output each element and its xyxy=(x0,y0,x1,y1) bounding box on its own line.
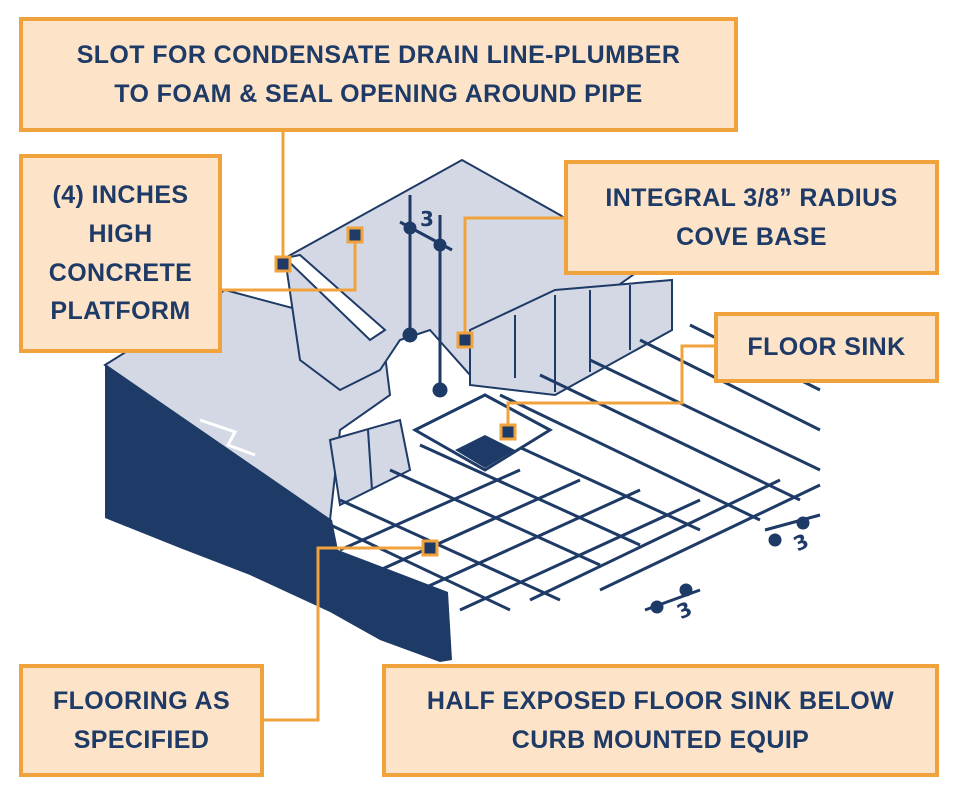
floor-sink-label-line-1: FLOOR SINK xyxy=(747,333,906,362)
floor-right-dimension-text: 3 xyxy=(790,529,813,557)
curb-dimension xyxy=(399,195,453,398)
marker-slot xyxy=(274,255,292,273)
leader-cove xyxy=(463,216,564,340)
platform-label-line-1: (4) INCHES xyxy=(52,181,189,209)
leader-platform xyxy=(222,236,357,292)
cove-base-label-line-2: COVE BASE xyxy=(676,222,827,251)
leader-markers xyxy=(274,226,517,557)
curb-slot xyxy=(282,253,387,342)
floor-grid xyxy=(319,323,821,612)
flooring-label: FLOORING AS SPECIFIED xyxy=(19,664,264,777)
floor-front-dimension-text: 3 xyxy=(673,596,696,624)
floor-front-dimension xyxy=(644,583,701,614)
cove-base-panels xyxy=(328,278,673,507)
platform-label: (4) INCHES HIGH CONCRETE PLATFORM xyxy=(19,154,222,353)
cove-base-label: INTEGRAL 3/8” RADIUS COVE BASE xyxy=(564,160,939,275)
marker-cove xyxy=(456,331,474,349)
slot-label-line-2: TO FOAM & SEAL OPENING AROUND PIPE xyxy=(114,79,643,108)
marker-platform xyxy=(346,226,364,244)
slot-label-line-1: SLOT FOR CONDENSATE DRAIN LINE-PLUMBER xyxy=(76,40,681,69)
half-exposed-sink-label-line-1: HALF EXPOSED FLOOR SINK BELOW xyxy=(426,686,895,715)
break-line xyxy=(199,418,256,457)
floor-right-dimension xyxy=(764,513,821,547)
slot-label: SLOT FOR CONDENSATE DRAIN LINE-PLUMBER T… xyxy=(19,17,738,132)
platform-label-line-3: CONCRETE xyxy=(48,258,193,287)
marker-flooring xyxy=(421,539,439,557)
cove-base-label-line-1: INTEGRAL 3/8” RADIUS xyxy=(605,183,898,212)
leader-sink xyxy=(506,344,714,432)
flooring-label-line-2: SPECIFIED xyxy=(73,725,210,754)
leader-lines xyxy=(222,132,714,722)
floor-sink-label: FLOOR SINK xyxy=(714,312,939,383)
half-exposed-sink-label: HALF EXPOSED FLOOR SINK BELOW CURB MOUNT… xyxy=(382,664,939,777)
platform-label-line-4: PLATFORM xyxy=(50,297,191,326)
leader-flooring xyxy=(264,546,430,722)
floor-sink-rim xyxy=(411,393,554,472)
platform-label-line-2: HIGH xyxy=(88,219,153,248)
marker-sink xyxy=(499,423,517,441)
curb-dimension-text: 3 xyxy=(420,207,434,231)
half-exposed-sink-label-line-2: CURB MOUNTED EQUIP xyxy=(511,725,810,754)
flooring-label-line-1: FLOORING AS xyxy=(52,686,231,715)
floor-sink-opening xyxy=(455,435,515,468)
